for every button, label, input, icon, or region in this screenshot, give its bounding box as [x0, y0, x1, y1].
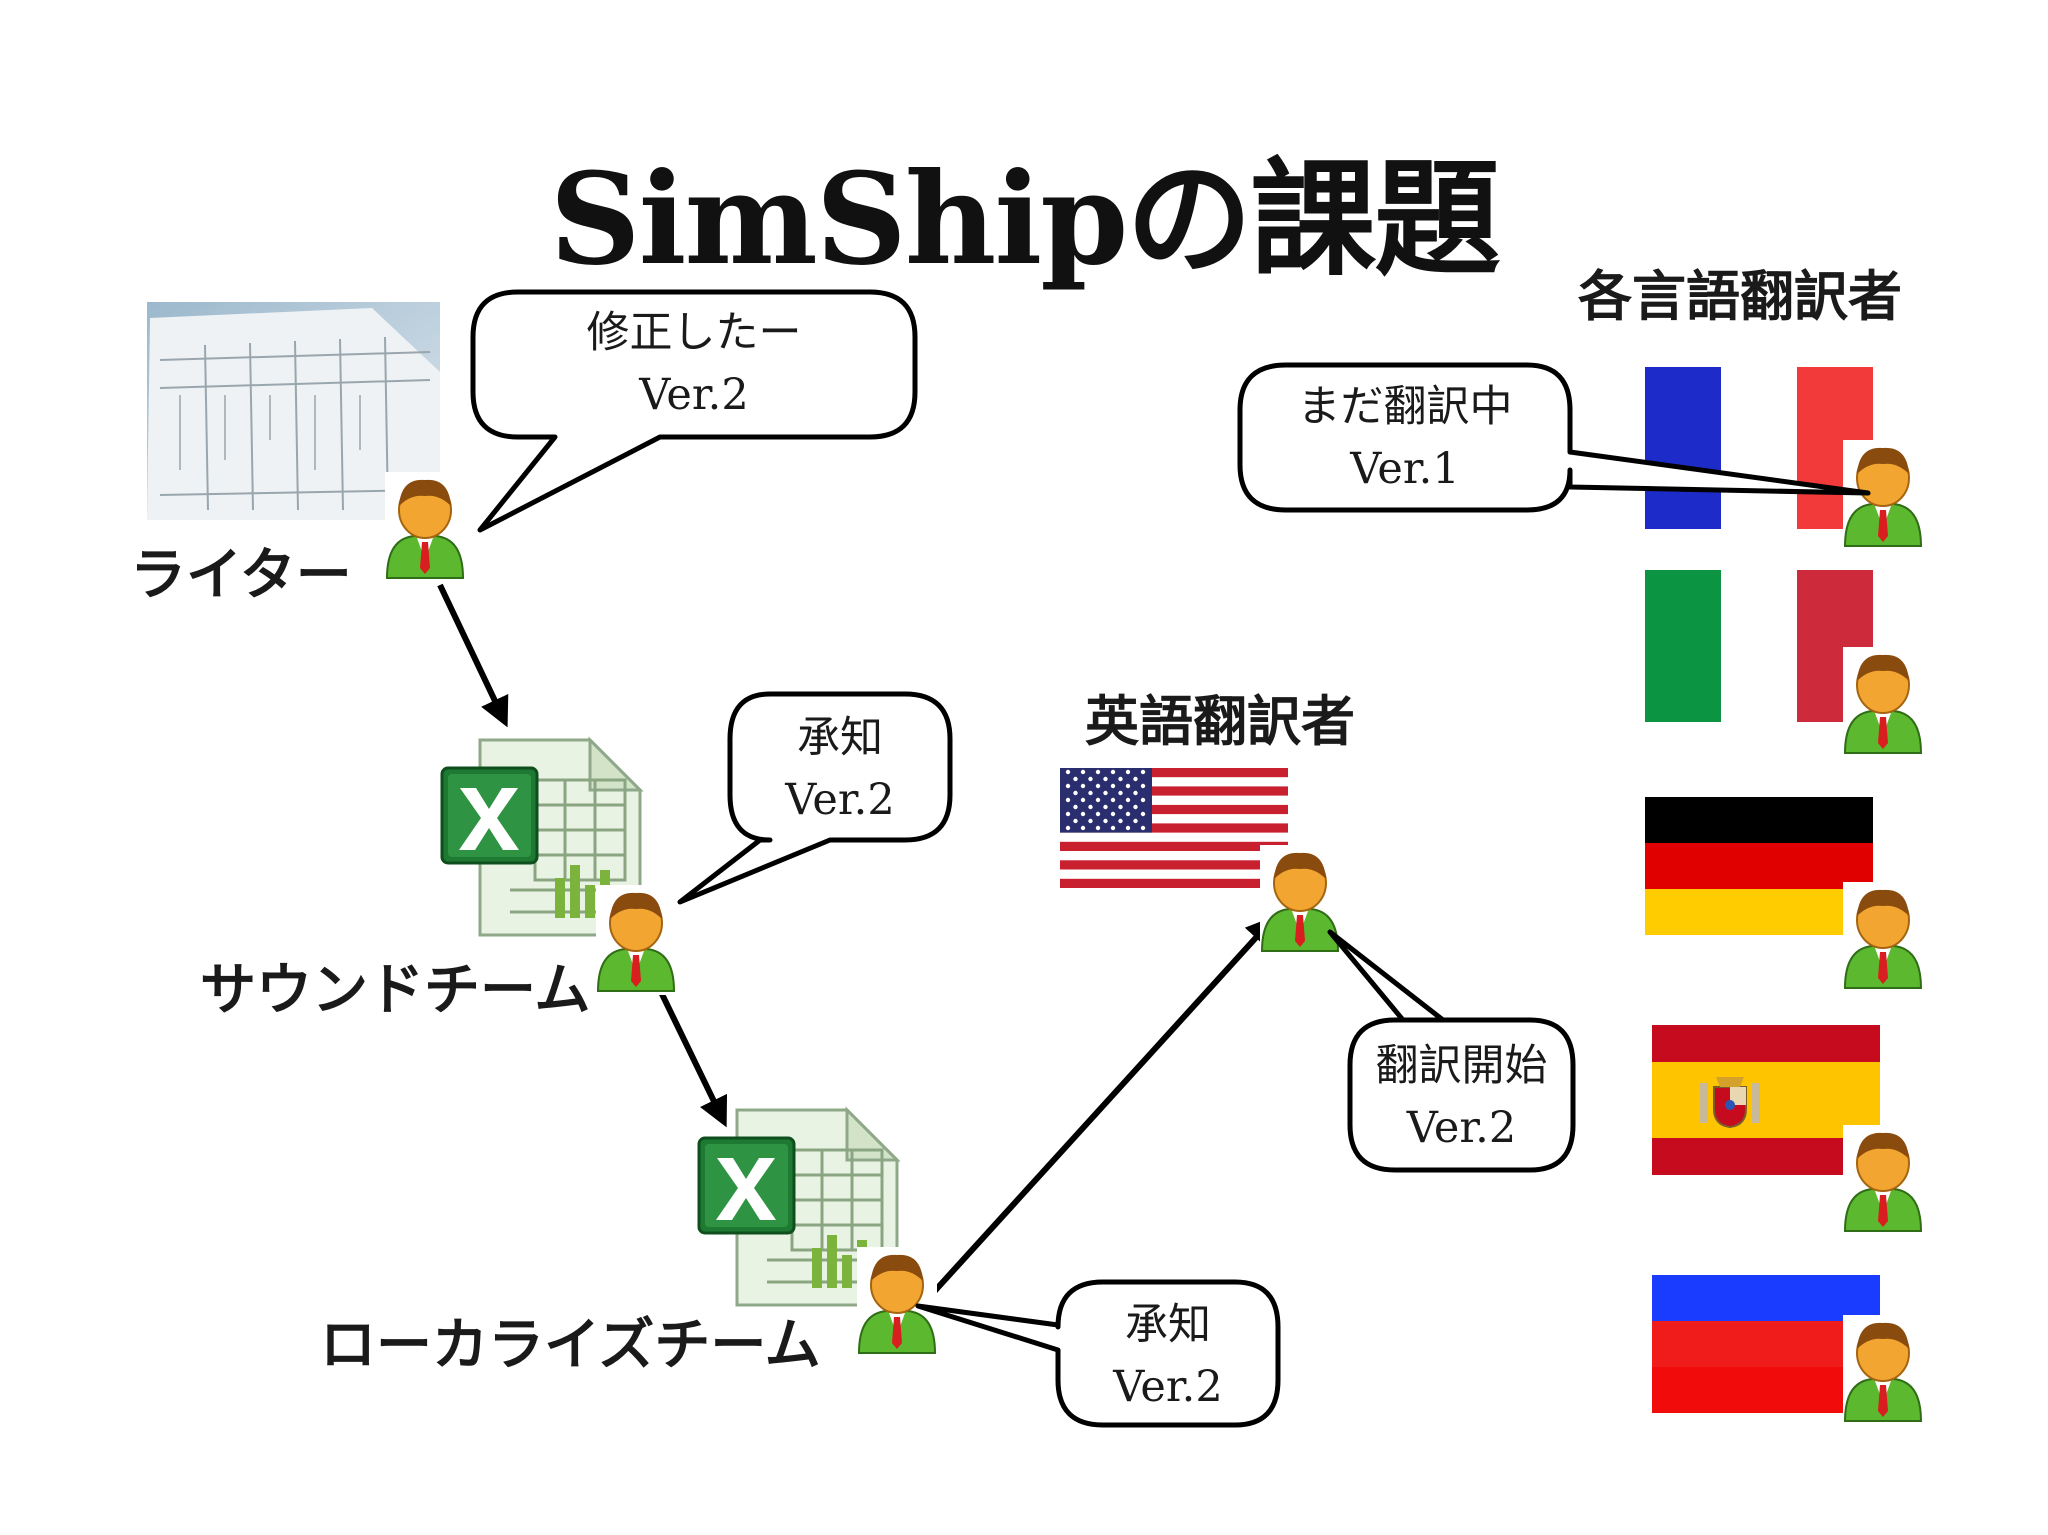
bubble-writer: 修正したー Ver.2	[473, 302, 915, 426]
bubble-localize: 承知 Ver.2	[1058, 1294, 1278, 1418]
bubble-localize-line2: Ver.2	[1113, 1362, 1223, 1412]
role-localize-team: ローカライズチーム	[320, 1312, 821, 1378]
bubble-sound-line1: 承知	[797, 713, 883, 763]
bubble-french-line1: まだ翻訳中	[1297, 382, 1513, 432]
arrow-writer-to-sound	[437, 583, 509, 728]
bubble-sound: 承知 Ver.2	[730, 707, 950, 831]
bubble-sound-line2: Ver.2	[785, 775, 895, 825]
heading-english-translator: 英語翻訳者	[1085, 689, 1355, 753]
arrow-sound-to-localize	[657, 988, 728, 1128]
slide-title: SimShipの課題	[549, 145, 1501, 293]
bubble-writer-line1: 修正したー	[586, 308, 802, 358]
bubble-french: まだ翻訳中 Ver.1	[1240, 376, 1570, 500]
bubble-english-line1: 翻訳開始	[1375, 1041, 1548, 1091]
role-sound-team: サウンドチーム	[200, 957, 591, 1023]
heading-each-language-translators: 各言語翻訳者	[1578, 264, 1902, 328]
arrow-localize-to-english	[919, 915, 1277, 1308]
role-writer: ライター	[130, 542, 352, 608]
bubble-localize-line1: 承知	[1125, 1300, 1211, 1350]
bubble-english-line2: Ver.2	[1406, 1103, 1517, 1153]
bubble-english: 翻訳開始 Ver.2	[1350, 1035, 1573, 1159]
bubble-writer-line2: Ver.2	[639, 370, 749, 420]
bubble-french-line2: Ver.1	[1350, 444, 1460, 494]
